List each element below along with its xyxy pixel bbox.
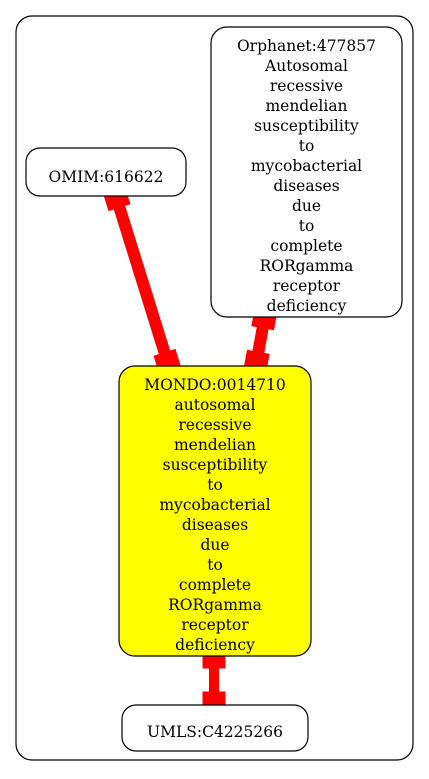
node-label-line: susceptibility bbox=[163, 456, 268, 474]
node-box bbox=[210, 26, 403, 318]
node-label-line: autosomal bbox=[175, 396, 256, 414]
edge-mondo-umls bbox=[202, 647, 226, 713]
node-mondo[interactable]: MONDO:0014710 autosomal recessive mendelian… bbox=[118, 365, 312, 657]
node-label-line: receptor bbox=[181, 616, 249, 634]
node-label-line: deficiency bbox=[175, 636, 255, 654]
cluster-border bbox=[15, 15, 414, 761]
node-box bbox=[118, 365, 312, 657]
node-label-line: mendelian bbox=[174, 436, 256, 454]
node-label-line: Autosomal bbox=[264, 57, 348, 75]
node-label-line: deficiency bbox=[267, 297, 347, 315]
node-label-line: recessive bbox=[270, 77, 343, 95]
node-label-line: receptor bbox=[273, 277, 341, 295]
node-label-line: to bbox=[299, 217, 315, 235]
node-label-line: recessive bbox=[178, 416, 251, 434]
node-label-line: diseases bbox=[182, 516, 248, 534]
node-label-line: mycobacterial bbox=[251, 157, 362, 175]
edge-line bbox=[108, 188, 176, 372]
node-box bbox=[121, 704, 309, 752]
node-label-line: to bbox=[299, 137, 315, 155]
node-umls[interactable]: UMLS:C4225266 bbox=[121, 704, 309, 752]
node-id-label: MONDO:0014710 bbox=[144, 376, 286, 394]
node-id-label: OMIM:616622 bbox=[49, 168, 164, 186]
node-label-line: RORgamma bbox=[260, 257, 354, 275]
node-label-line: mendelian bbox=[265, 97, 347, 115]
node-label-line: susceptibility bbox=[254, 117, 359, 135]
node-box bbox=[25, 147, 187, 197]
edge-omim-mondo bbox=[102, 184, 182, 376]
node-label-line: diseases bbox=[273, 177, 339, 195]
node-label-line: to bbox=[207, 476, 223, 494]
node-label-line: to bbox=[207, 556, 223, 574]
node-label-line: RORgamma bbox=[168, 596, 262, 614]
node-label-line: due bbox=[292, 197, 321, 215]
node-omim[interactable]: OMIM:616622 bbox=[25, 147, 187, 197]
node-id-label: Orphanet:477857 bbox=[237, 37, 376, 55]
node-label-line: mycobacterial bbox=[159, 496, 270, 514]
node-label-line: complete bbox=[179, 576, 251, 594]
node-label-line: due bbox=[200, 536, 229, 554]
node-label-line: complete bbox=[270, 237, 342, 255]
node-id-label: UMLS:C4225266 bbox=[147, 723, 283, 741]
